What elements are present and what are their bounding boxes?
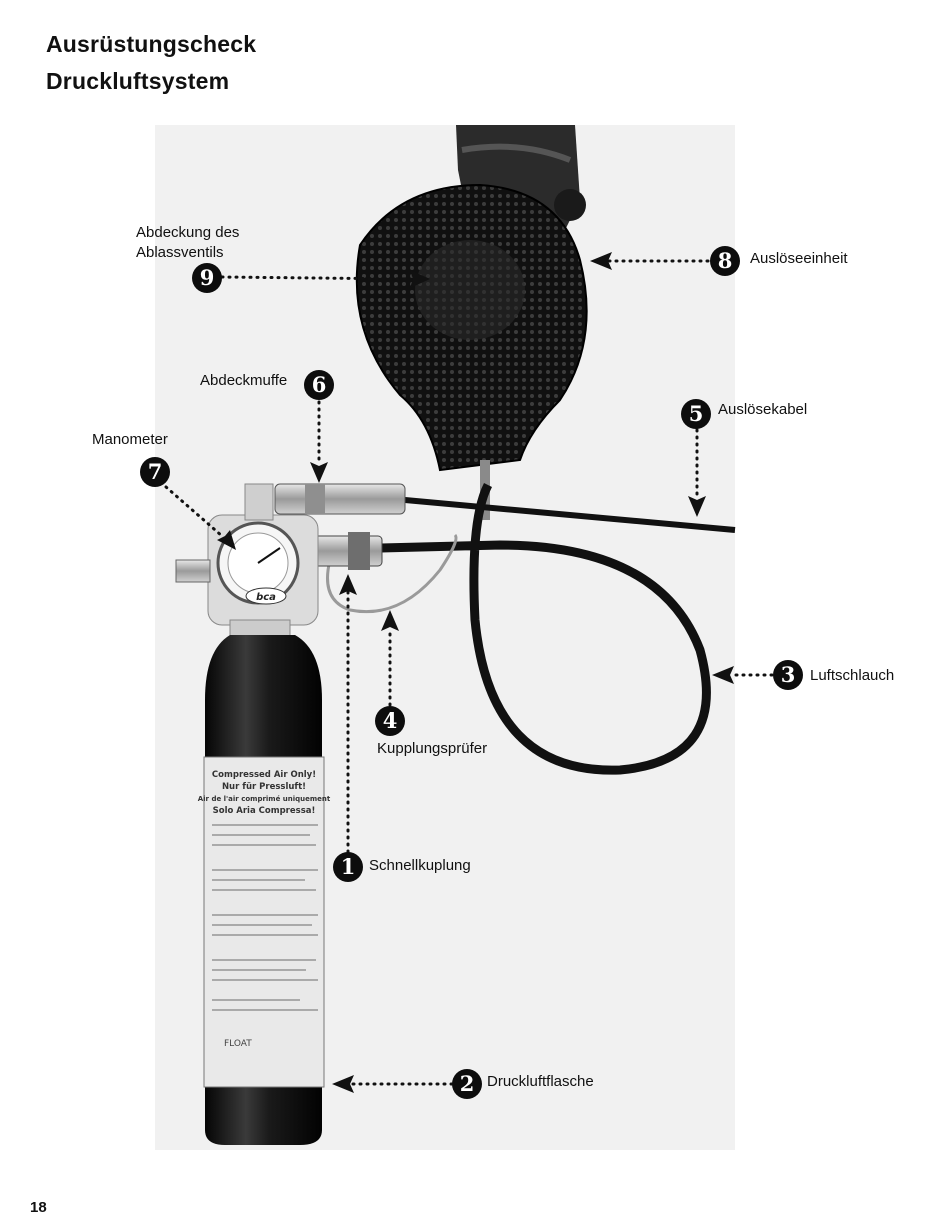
trigger-cable	[404, 497, 736, 533]
callout-number-1: 1	[333, 852, 363, 882]
label-line: Compressed Air Only!	[212, 770, 316, 780]
callout-label-9-line2: Ablassventils	[136, 244, 224, 261]
label-line: Nur für Pressluft!	[222, 782, 306, 792]
coupling-tester	[326, 533, 458, 614]
quick-coupling	[311, 535, 383, 567]
label-line: Solo Aria Compressa!	[213, 806, 316, 816]
leader-7	[164, 485, 224, 538]
arrow-7	[217, 530, 236, 550]
cylinder-label	[203, 756, 325, 1088]
callout-label-7: Manometer	[92, 431, 168, 448]
callout-label-5: Auslösekabel	[718, 401, 808, 418]
arrow-6	[310, 462, 328, 483]
gauge-brand: bca	[256, 592, 276, 603]
arrow-3	[712, 666, 734, 684]
arrow-9	[410, 270, 430, 288]
arrow-1	[339, 574, 357, 595]
arrow-5	[688, 496, 706, 517]
callout-number-3: 3	[773, 660, 803, 690]
cylinder-brand: FLOAT	[224, 1039, 252, 1049]
callout-number-4: 4	[375, 706, 405, 736]
callout-number-9: 9	[192, 263, 222, 293]
callout-label-3: Luftschlauch	[810, 667, 895, 684]
callout-label-2: Druckluftflasche	[487, 1073, 594, 1090]
arrow-8	[590, 252, 612, 270]
callout-number-2: 2	[452, 1069, 482, 1099]
callout-label-8: Auslöseeinheit	[750, 250, 848, 267]
arrow-2	[332, 1075, 354, 1093]
page-number: 18	[30, 1199, 47, 1216]
callout-number-5: 5	[681, 399, 711, 429]
callout-number-8: 8	[710, 246, 740, 276]
callout-label-6: Abdeckmuffe	[200, 372, 288, 389]
page-title: Ausrüstungscheck	[46, 31, 257, 57]
callout-label-4: Kupplungsprüfer	[377, 740, 488, 757]
callout-label-1: Schnellkuplung	[369, 857, 471, 874]
callout-label-9-line1: Abdeckung des	[136, 224, 240, 241]
label-line: Air de l'air comprimé uniquement	[198, 795, 331, 803]
air-hose	[379, 482, 711, 775]
callout-number-6: 6	[304, 370, 334, 400]
cover-sleeve	[274, 483, 406, 515]
arrow-4	[381, 610, 399, 631]
callout-number-7: 7	[140, 457, 170, 487]
page-subtitle: Druckluftsystem	[46, 68, 230, 94]
